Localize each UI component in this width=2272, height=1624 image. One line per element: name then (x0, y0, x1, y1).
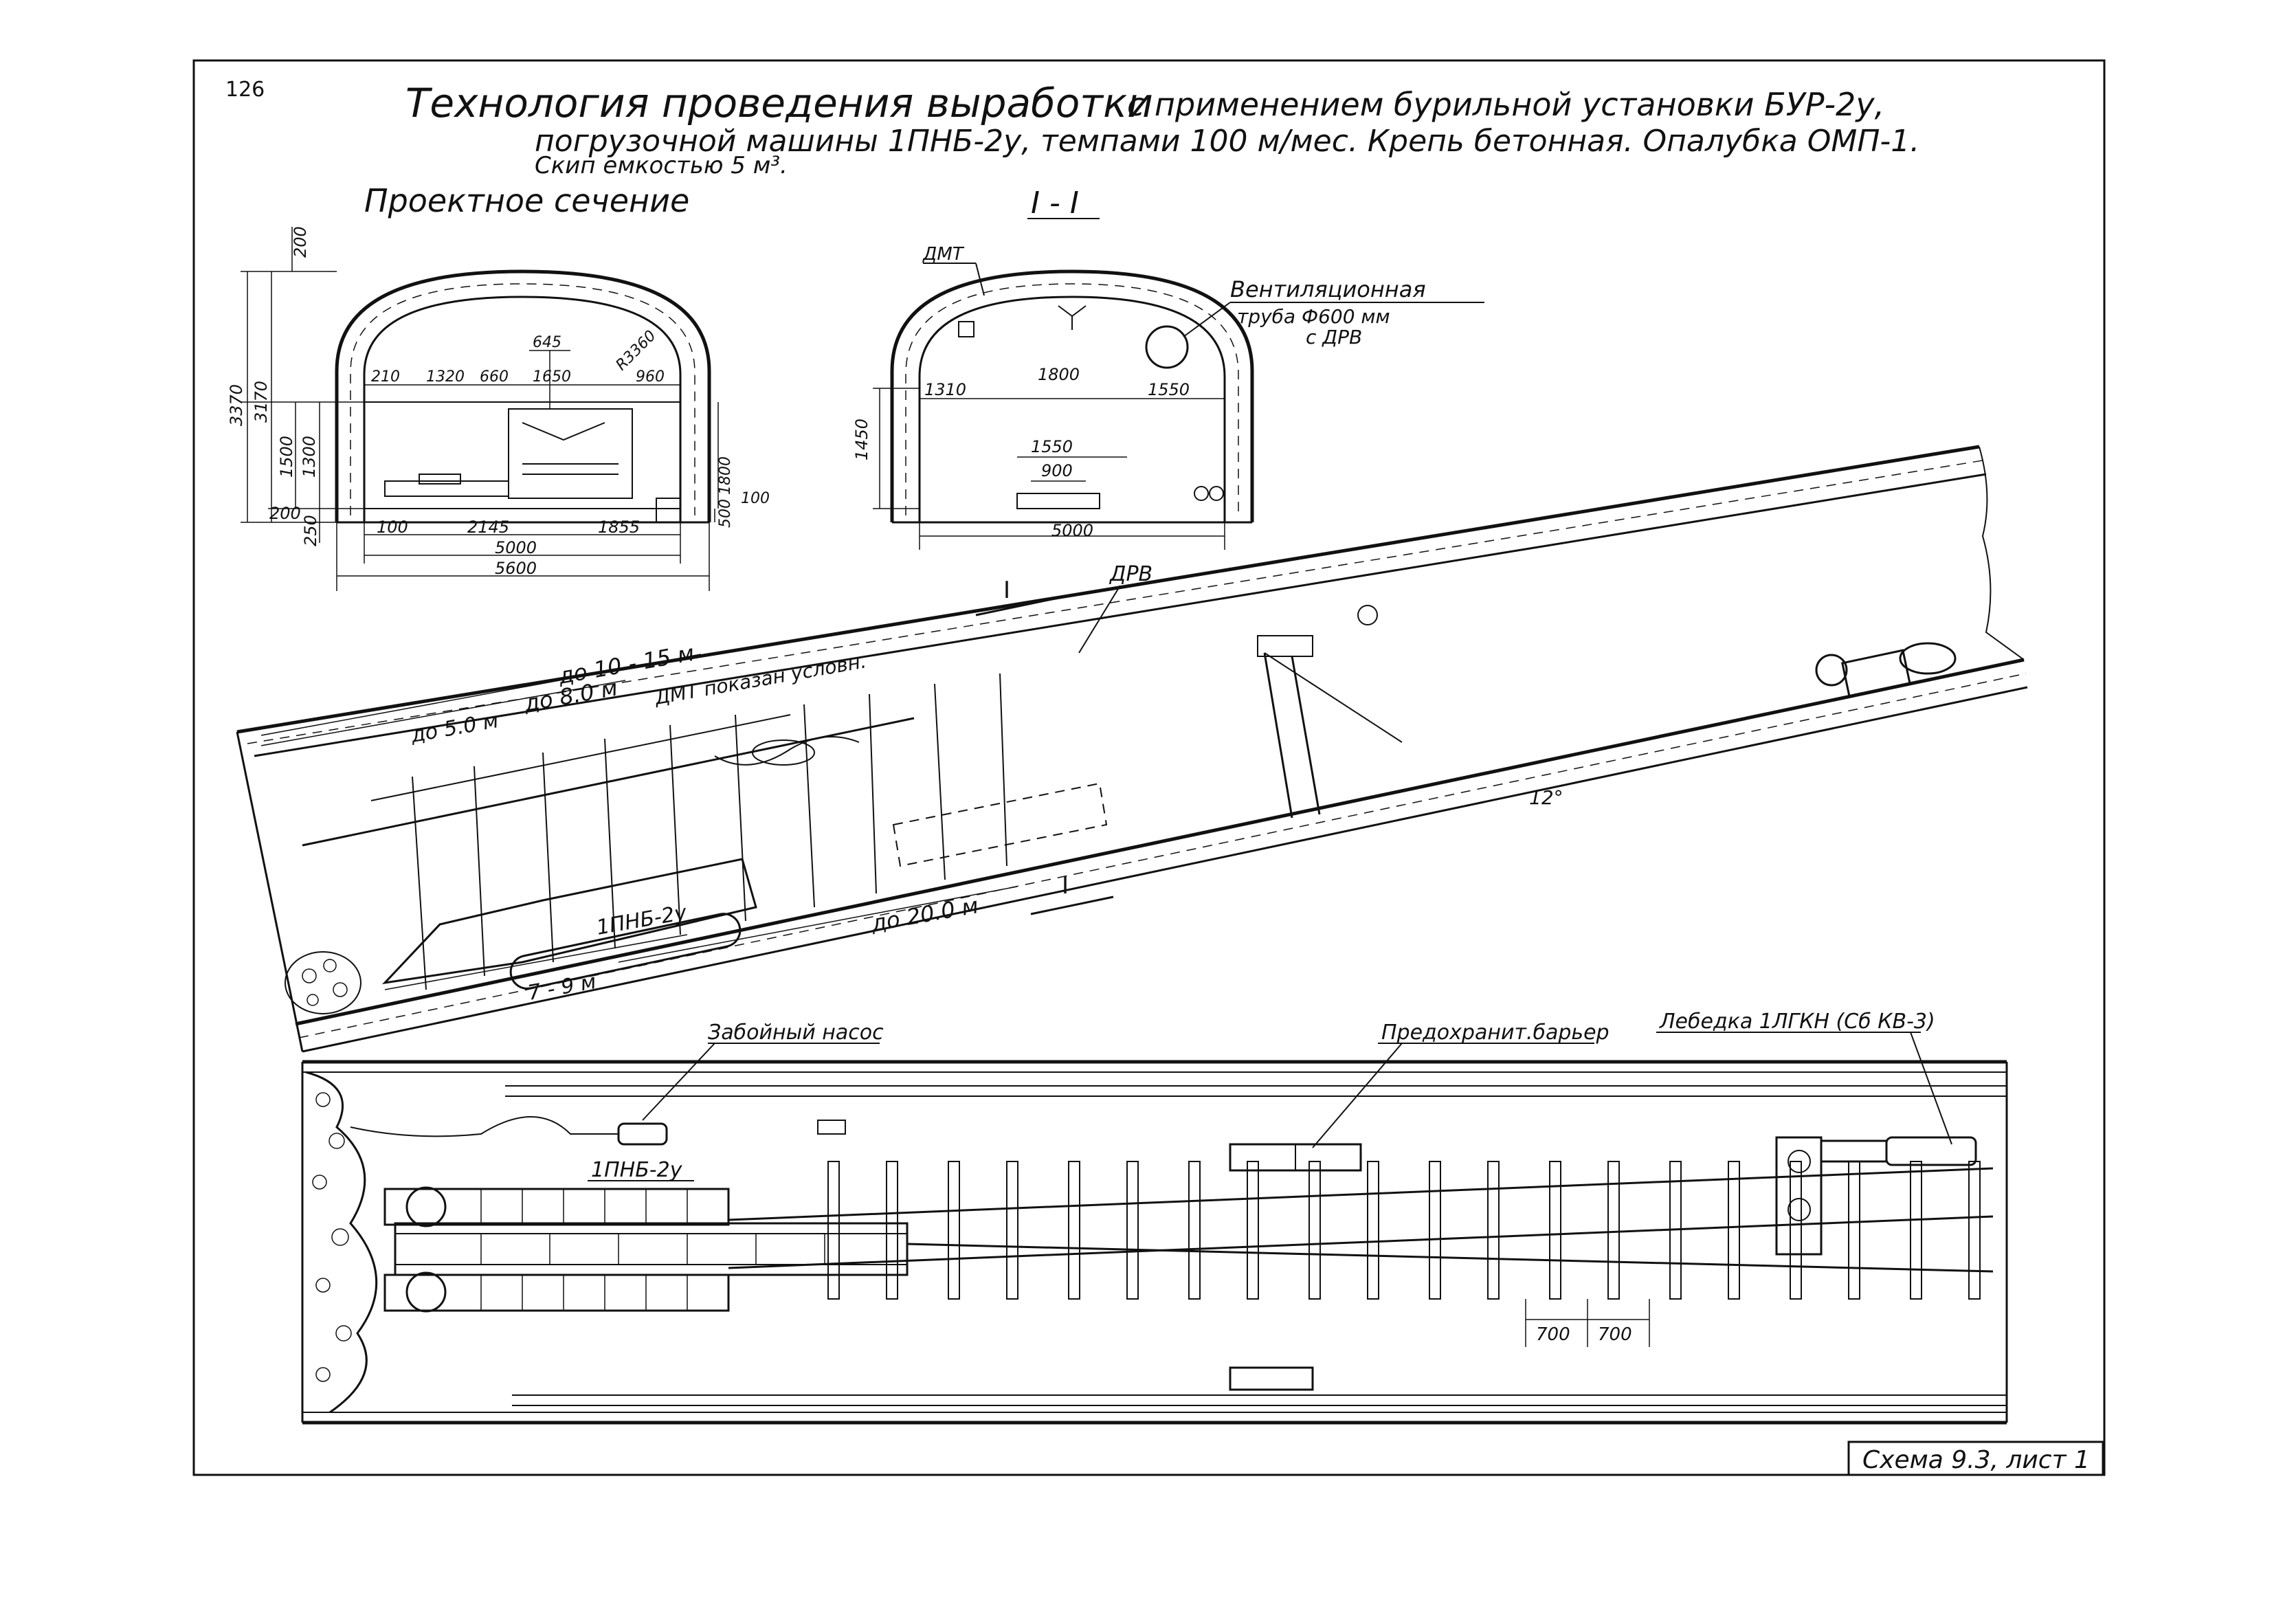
winch-label: Лебедка 1ЛГКН (Сб КВ-3) (1659, 1010, 1935, 1034)
dim-1500: 1500 (277, 436, 296, 478)
sec-dim-1310: 1310 (924, 380, 966, 399)
dim-1650: 1650 (533, 368, 571, 386)
sec-dim-1550: 1550 (1148, 380, 1190, 399)
dim-1855: 1855 (598, 518, 640, 537)
sheet-frame (192, 59, 2106, 1476)
dim-500: 500 (717, 499, 734, 528)
dim-700-a: 700 (1536, 1324, 1570, 1345)
vent-pipe-circle (1145, 325, 1189, 369)
dim-200-top: 200 (291, 226, 310, 258)
vent-label-line2: труба Ф600 мм (1237, 305, 1390, 328)
section-I-I: I - I ДМТ Вентиляционная труба Ф600 мм с… (852, 186, 1484, 550)
dim-2145: 2145 (467, 518, 509, 537)
pump-label: Забойный насос (708, 1021, 884, 1045)
sec-dim-1450: 1450 (852, 419, 871, 460)
dim-100: 100 (377, 518, 408, 537)
dim-960: 960 (636, 368, 665, 386)
sleepers (827, 1161, 1981, 1300)
barrier-label: Предохранит.барьер (1381, 1021, 1610, 1045)
title-line3: Скип емкостью 5 м³. (535, 152, 788, 179)
dim-1300: 1300 (300, 436, 319, 478)
dmt-label: ДМТ (922, 244, 965, 265)
title-line2: погрузочной машины 1ПНБ-2у, темпами 100 … (535, 124, 1919, 159)
design-section-heading: Проектное сечение (364, 182, 689, 219)
plan-view: Забойный насос Предохранит.барьер Лебедк… (301, 1010, 2008, 1425)
title-line1-rest: с применением бурильной установки БУР-2у… (1127, 86, 1884, 123)
drv-label: ДРВ (1109, 562, 1152, 586)
sec-mark-top: I (1003, 577, 1010, 604)
winch-drum-long (1815, 654, 1848, 687)
dim-700-b: 700 (1598, 1324, 1632, 1345)
dim-radius: R3360 (613, 327, 660, 374)
stamp-box (1847, 1441, 2104, 1476)
dim-3170: 3170 (252, 381, 271, 423)
longitudinal-section: 1ПНБ-2у I I ДРВ до 10 - 15 м до 8.0 м ДМ… (236, 445, 2028, 1053)
dim-3370: 3370 (227, 384, 246, 426)
stamp-label: Схема 9.3, лист 1 (1862, 1446, 2090, 1474)
section-I-I-heading: I - I (1031, 186, 1079, 221)
page-number: 126 (225, 78, 265, 102)
winch-plan (1885, 1136, 1977, 1166)
vent-label-line3: с ДРВ (1306, 326, 1362, 348)
angle-label: 12° (1529, 786, 1563, 809)
title-line1-bold: Технология проведения выработки (405, 80, 1153, 126)
sec-dim-1550-b: 1550 (1031, 437, 1073, 456)
dim-100-right: 100 (741, 490, 770, 507)
sec-dim-900: 900 (1041, 461, 1073, 480)
dim-645: 645 (533, 334, 561, 351)
dim-1320: 1320 (426, 368, 465, 386)
dim-5000: 5000 (495, 538, 537, 557)
sec-dim-1800: 1800 (1038, 365, 1080, 384)
dist-5: до 5.0 м (408, 709, 500, 748)
plan-loader-label: 1ПНБ-2у (591, 1158, 683, 1182)
title-block: Технология проведения выработки с примен… (405, 80, 1919, 179)
dim-210: 210 (371, 368, 400, 386)
dim-660: 660 (480, 368, 509, 386)
dist-7-9: 7 - 9 м (526, 970, 598, 1005)
dim-1800: 1800 (717, 456, 734, 495)
barrier-bottom (1229, 1366, 1314, 1391)
vent-label-line1: Вентиляционная (1230, 276, 1426, 302)
dim-200: 200 (269, 504, 301, 523)
rock-pile (285, 951, 361, 1014)
sec-dim-5000: 5000 (1051, 521, 1093, 540)
sec-mark-bottom: I (1062, 872, 1069, 900)
dim-250: 250 (301, 515, 320, 546)
design-section: Проектное сечение (227, 182, 770, 591)
dim-5600: 5600 (495, 559, 537, 578)
